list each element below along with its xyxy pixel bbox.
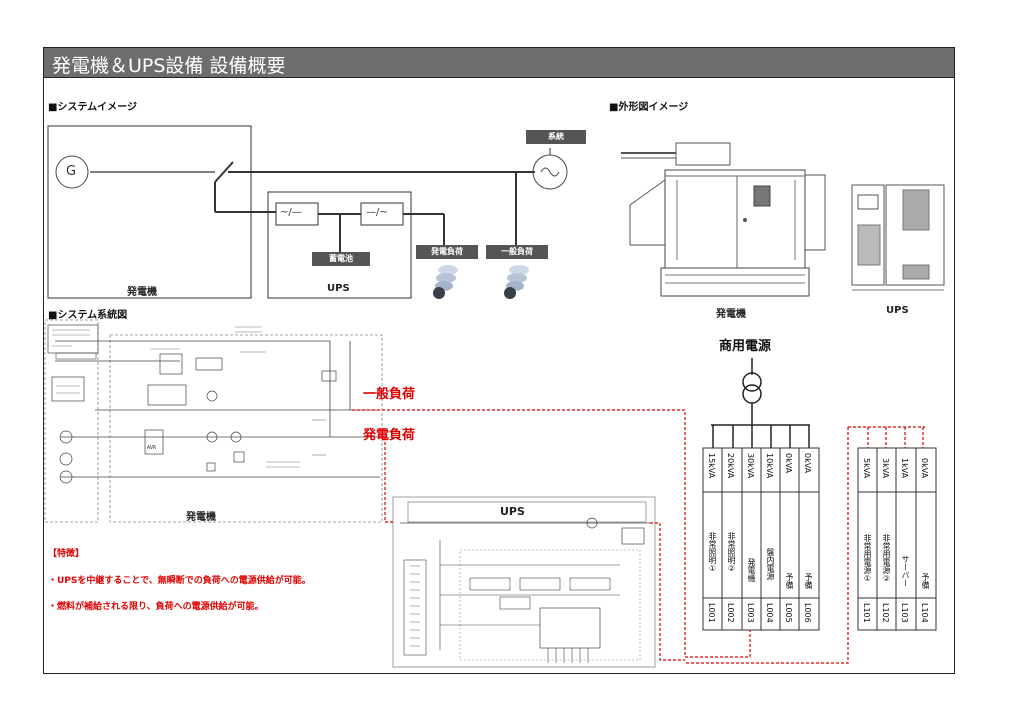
circuit-name: 非常用電源① — [863, 534, 872, 583]
circuit-id: L001 — [707, 603, 716, 623]
page-title: 発電機＆UPS設備 設備概要 — [52, 55, 286, 77]
panel-left-grid — [702, 447, 820, 631]
feature-item-1: ・UPSを中継することで、無瞬断での負荷への電源供給が可能。 — [48, 576, 311, 586]
converter-dc-ac: —/~ — [366, 207, 388, 218]
circuit-name: 非常用電源② — [882, 534, 891, 583]
features-heading: 【特徴】 — [48, 549, 85, 559]
circuit-name: 予備 — [804, 573, 813, 589]
transformer-symbol — [711, 358, 810, 448]
general-load-label: 一般負荷 — [363, 387, 416, 402]
circuit-id: L103 — [900, 603, 909, 623]
circuit-id: L004 — [765, 603, 774, 623]
circuit-name: 盤内電源 — [766, 548, 775, 580]
load-bulb-2 — [504, 265, 529, 299]
section-outline-image: ■外形図イメージ — [609, 102, 689, 113]
outline-ups-label: UPS — [886, 305, 909, 316]
circuit-name: 予備 — [785, 573, 794, 589]
circuit-name: 非常照明② — [727, 532, 736, 573]
title-bar — [43, 47, 955, 78]
ups-schematic — [392, 496, 656, 668]
load-bulb-1 — [433, 265, 458, 299]
avr-label: AVR — [147, 445, 157, 451]
general-load-tag: 一般負荷 — [486, 245, 548, 259]
circuit-name: サーバー — [901, 555, 910, 587]
circuit-capacity: 20kVA — [726, 453, 735, 479]
circuit-capacity: 5kVA — [862, 458, 871, 479]
circuit-capacity: 1kVA — [900, 458, 909, 479]
circuit-capacity: 10kVA — [765, 453, 774, 479]
circuit-id: L003 — [746, 603, 755, 623]
circuit-id: L006 — [803, 603, 812, 623]
diagram-ups-label: UPS — [500, 505, 525, 518]
circuit-name: 予備 — [921, 573, 930, 589]
panel-right-grid — [857, 447, 937, 631]
gen-load-tag: 発電負荷 — [416, 245, 478, 259]
circuit-capacity: 0kVA — [920, 458, 929, 479]
circuit-name: 発電機 — [747, 558, 756, 582]
circuit-id: L005 — [784, 603, 793, 623]
outline-generator-label: 発電機 — [716, 309, 746, 320]
ups-outline — [851, 184, 945, 291]
circuit-capacity: 15kVA — [707, 453, 716, 479]
battery-tag: 蓄電池 — [312, 252, 370, 266]
grid-tag: 系統 — [526, 130, 586, 144]
converter-ac-dc: ~/— — [280, 207, 302, 218]
circuit-name: 非常照明① — [708, 532, 717, 573]
generator-label: 発電機 — [127, 287, 157, 298]
circuit-id: L104 — [920, 603, 929, 623]
circuit-capacity: 3kVA — [881, 458, 890, 479]
ups-label: UPS — [327, 283, 350, 294]
circuit-capacity: 0kVA — [784, 453, 793, 474]
circuit-capacity: 0kVA — [803, 453, 812, 474]
circuit-id: L002 — [726, 603, 735, 623]
section-system-diagram: ■システム系統図 — [48, 310, 128, 321]
circuit-capacity: 30kVA — [746, 453, 755, 479]
section-system-image: ■システムイメージ — [48, 102, 137, 113]
generator-symbol: G — [66, 164, 77, 179]
diagram-generator-label: 発電機 — [186, 512, 216, 523]
feature-item-2: ・燃料が補給される限り、負荷への電源供給が可能。 — [48, 602, 264, 612]
gen-load-label: 発電負荷 — [363, 428, 416, 443]
commercial-power-label: 商用電源 — [719, 339, 772, 354]
circuit-id: L101 — [862, 603, 871, 623]
generator-outline — [621, 142, 826, 297]
circuit-id: L102 — [881, 603, 890, 623]
